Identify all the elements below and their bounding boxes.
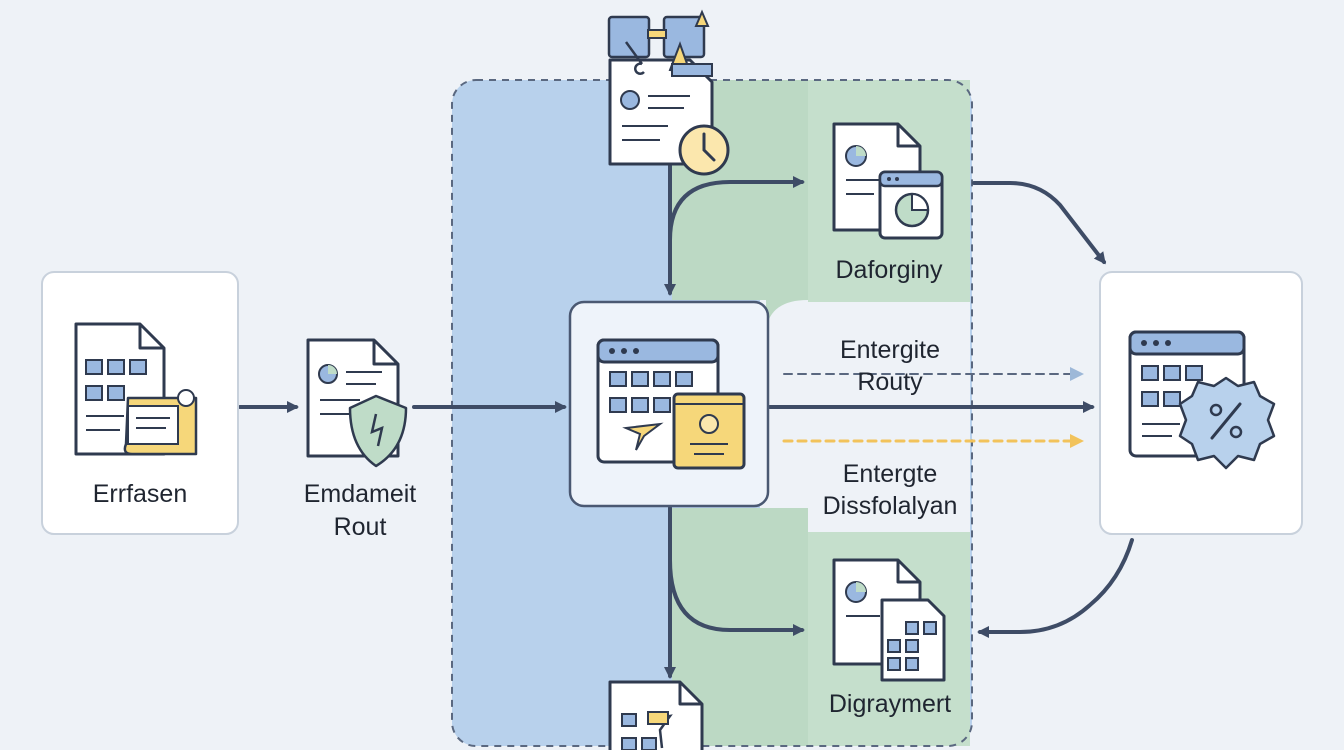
arrow-branch-to-upper-target bbox=[668, 176, 805, 242]
lower-target-node[interactable] bbox=[832, 558, 946, 682]
top-input-node[interactable] bbox=[607, 9, 730, 176]
destination-node[interactable] bbox=[1099, 271, 1303, 535]
document-grid-scroll-icon bbox=[74, 322, 198, 456]
gateway-label-line1: Emdameit bbox=[303, 480, 417, 508]
zone-gap-left bbox=[760, 300, 808, 508]
dashed-route-label-line1: Entergite bbox=[839, 336, 941, 364]
connectors bbox=[238, 164, 1134, 679]
app-window-badge-icon bbox=[1128, 330, 1276, 470]
upper-target-label: Daforginy bbox=[835, 256, 943, 284]
hub-node[interactable] bbox=[568, 300, 770, 508]
source-node[interactable] bbox=[41, 271, 239, 535]
upper-target-node[interactable] bbox=[832, 122, 944, 240]
document-tools-icon bbox=[608, 680, 704, 750]
arrow-branch-to-lower-target bbox=[668, 558, 805, 636]
document-chart-window-icon bbox=[832, 122, 944, 240]
dashed-route-label-line2: Routy bbox=[857, 368, 923, 396]
yellow-route-label-line2: Dissfolalyan bbox=[822, 492, 958, 520]
bottom-output-node[interactable] bbox=[608, 680, 704, 750]
gateway-node[interactable] bbox=[306, 338, 408, 468]
document-shield-icon bbox=[306, 338, 408, 468]
source-label: Errfasen bbox=[92, 480, 188, 508]
document-grid-copy-icon bbox=[832, 558, 946, 682]
arrow-destination-to-lower-target bbox=[977, 538, 1134, 638]
lower-target-label: Digraymert bbox=[828, 690, 952, 718]
zone-gap bbox=[808, 302, 970, 532]
document-clock-tools-icon bbox=[607, 9, 730, 176]
yellow-route-label-line1: Entergte bbox=[842, 460, 938, 488]
arrow-upper-target-to-destination bbox=[972, 181, 1106, 265]
calendar-app-window-icon bbox=[596, 338, 746, 470]
gateway-label-line2: Rout bbox=[333, 513, 387, 541]
